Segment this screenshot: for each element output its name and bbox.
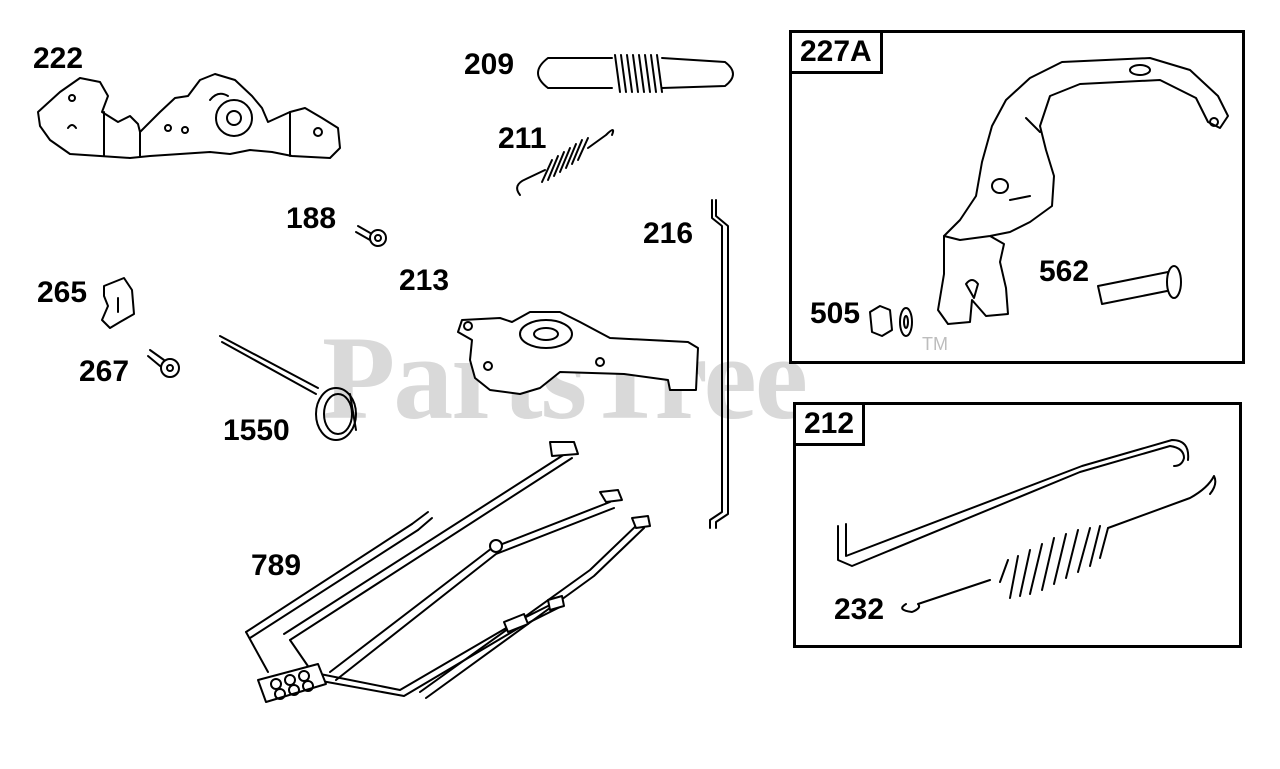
label-part-222: 222 — [33, 42, 84, 75]
label-part-209: 209 — [464, 48, 515, 81]
label-part-265: 265 — [37, 276, 88, 309]
group-box-227a: 227A 562 505 — [789, 30, 1245, 364]
part-188-screw-drawing — [355, 225, 387, 247]
part-227a-bracket-drawing — [937, 57, 1229, 325]
part-789-harness-drawing — [245, 441, 651, 703]
label-part-267: 267 — [79, 355, 130, 388]
part-212-rod-drawing — [837, 439, 1190, 567]
part-1550-spring-drawing — [219, 335, 357, 441]
part-232-spring-drawing — [901, 475, 1217, 613]
label-part-211: 211 — [498, 122, 547, 155]
label-part-216: 216 — [643, 217, 694, 250]
group-title-212: 212 — [793, 402, 866, 446]
part-562-pin-drawing — [1097, 265, 1182, 305]
part-265-clip-drawing — [101, 277, 135, 329]
part-211-spring-drawing — [516, 129, 615, 196]
group-box-212: 212 232 — [793, 402, 1242, 648]
label-part-232: 232 — [834, 593, 885, 626]
label-part-188: 188 — [286, 202, 337, 235]
label-part-505: 505 — [810, 297, 861, 330]
part-505-nut-drawing — [869, 305, 913, 337]
part-216-rod-drawing — [709, 199, 729, 529]
label-part-1550: 1550 — [223, 414, 290, 447]
part-222-bracket-drawing — [37, 73, 341, 159]
label-part-562: 562 — [1039, 255, 1090, 288]
label-part-213: 213 — [399, 264, 450, 297]
part-209-spring-drawing — [537, 54, 734, 93]
part-267-screw-drawing — [147, 349, 180, 378]
trademark-mark: TM — [922, 334, 948, 354]
part-213-bracket-drawing — [457, 311, 699, 395]
label-part-789: 789 — [251, 549, 302, 582]
group-title-227a: 227A — [789, 30, 883, 74]
